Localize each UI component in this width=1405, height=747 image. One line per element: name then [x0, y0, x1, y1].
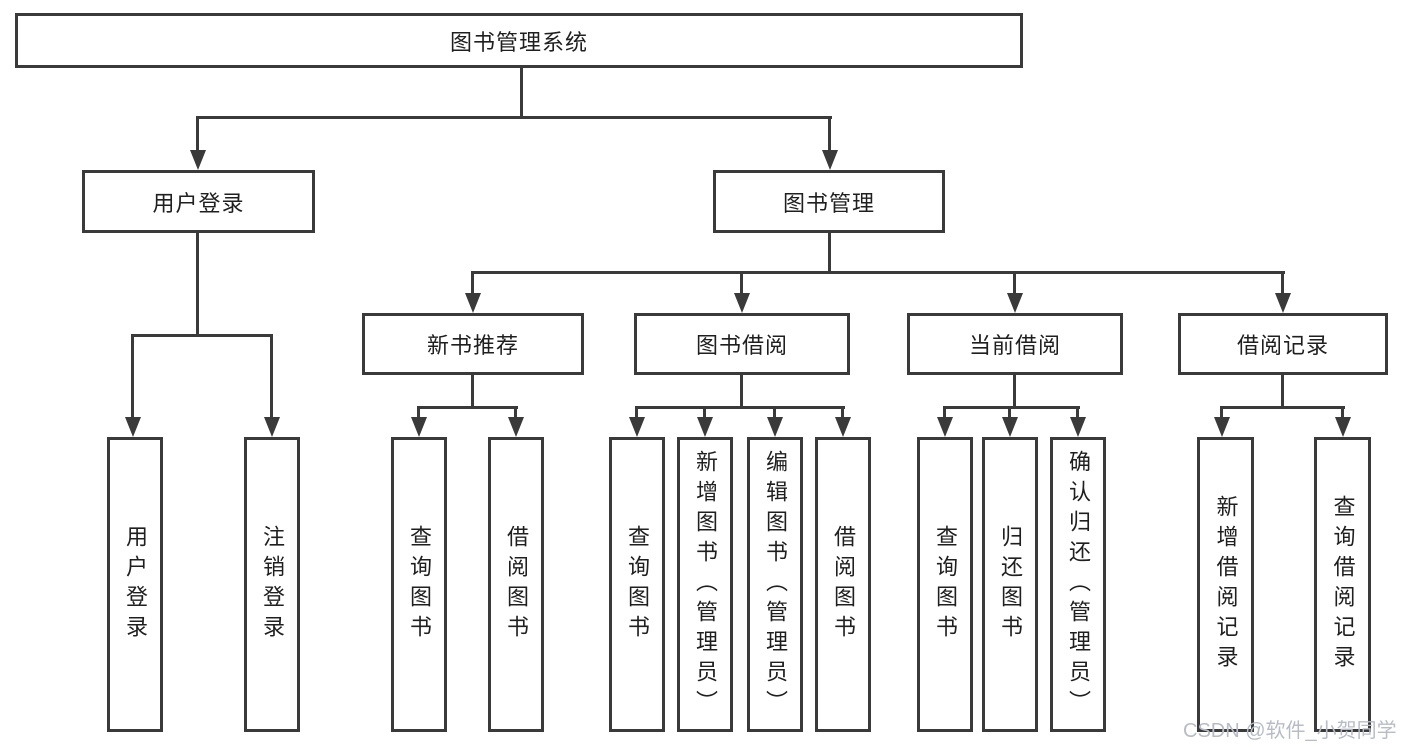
connector-root-drop [520, 68, 523, 117]
connector-rail-new-book [417, 406, 518, 409]
connector-rail-level2 [196, 116, 832, 119]
arrow-down-icon [1335, 417, 1351, 437]
arrow-down-icon [508, 417, 524, 437]
leaf-return-book: 归还图书 [982, 437, 1038, 732]
node-book-management: 图书管理 [713, 170, 945, 233]
connector-new-book-drop [471, 375, 474, 408]
arrow-down-icon [697, 417, 713, 437]
node-label: 图书借阅 [695, 333, 788, 358]
leaf-logout: 注销登录 [244, 437, 300, 732]
connector-rail-level3 [471, 271, 1285, 274]
arrow-down-icon [822, 150, 838, 170]
leaf-query-books-borrowing: 查询图书 [609, 437, 665, 732]
node-book-borrowing: 图书借阅 [634, 313, 850, 375]
leaf-add-book-admin: 新增图书（管理员） [677, 437, 733, 732]
arrow-down-icon [734, 293, 750, 313]
node-label: 图书管理系统 [449, 29, 588, 55]
connector-book-borrowing-drop [740, 375, 743, 408]
connector-rail-user-login [131, 334, 273, 337]
leaf-query-borrow-record: 查询借阅记录 [1314, 437, 1371, 732]
leaf-label: 查询借阅记录 [1330, 494, 1356, 675]
leaf-label: 编辑图书（管理员） [763, 449, 788, 720]
arrow-down-icon [937, 417, 953, 437]
leaf-label: 新增借阅记录 [1213, 494, 1239, 675]
leaf-query-books-current: 查询图书 [917, 437, 973, 732]
connector-stem [1076, 407, 1079, 418]
arrow-down-icon [190, 150, 206, 170]
connector-current-borrowing-drop [1013, 375, 1016, 408]
connector-stem-leaf-user-login [131, 335, 134, 418]
leaf-label: 注销登录 [260, 524, 285, 645]
arrow-down-icon [1214, 417, 1230, 437]
connector-stem [1341, 407, 1344, 418]
node-label: 图书管理 [782, 190, 875, 216]
connector-stem-user-login [196, 117, 199, 151]
connector-stem-book-borrowing [740, 272, 743, 294]
arrow-down-icon [835, 417, 851, 437]
leaf-confirm-return-admin: 确认归还（管理员） [1050, 437, 1106, 732]
leaf-label: 归还图书 [998, 524, 1023, 645]
connector-stem [1220, 407, 1223, 418]
leaf-label: 确认归还（管理员） [1066, 449, 1091, 720]
node-user-login: 用户登录 [82, 170, 315, 233]
arrow-down-icon [125, 417, 141, 437]
arrow-down-icon [1070, 417, 1086, 437]
leaf-label: 查询图书 [625, 524, 650, 645]
node-label: 新书推荐 [426, 333, 519, 358]
connector-stem-current-borrowing [1013, 272, 1016, 294]
leaf-label: 用户登录 [123, 524, 148, 645]
node-new-book-recommendation: 新书推荐 [362, 313, 584, 375]
arrow-down-icon [264, 417, 280, 437]
connector-stem [417, 407, 420, 418]
leaf-label: 新增图书（管理员） [693, 449, 718, 720]
arrow-down-icon [1002, 417, 1018, 437]
connector-rail-borrowing-records [1220, 406, 1345, 409]
leaf-edit-book-admin: 编辑图书（管理员） [747, 437, 803, 732]
leaf-borrow-books: 借阅图书 [815, 437, 871, 732]
leaf-query-books-recommend: 查询图书 [391, 437, 447, 732]
arrow-down-icon [411, 417, 427, 437]
connector-stem-book-management [828, 117, 831, 151]
connector-stem-leaf-logout [270, 335, 273, 418]
leaf-label: 查询图书 [407, 524, 432, 645]
connector-rail-current-borrowing [943, 406, 1080, 409]
node-current-borrowing: 当前借阅 [907, 313, 1123, 375]
connector-stem-borrowing-records [1281, 272, 1284, 294]
leaf-label: 查询图书 [933, 524, 958, 645]
node-library-management-system: 图书管理系统 [15, 13, 1023, 68]
connector-stem [841, 407, 844, 418]
node-label: 借阅记录 [1236, 333, 1329, 358]
connector-user-login-drop [196, 233, 199, 335]
connector-stem [1008, 407, 1011, 418]
connector-stem-new-book-recommendation [471, 272, 474, 294]
leaf-add-borrow-record: 新增借阅记录 [1197, 437, 1254, 732]
leaf-user-login: 用户登录 [107, 437, 163, 732]
csdn-watermark: CSDN @软件_小贺同学 [1183, 720, 1397, 742]
connector-stem [514, 407, 517, 418]
arrow-down-icon [1007, 293, 1023, 313]
connector-stem [943, 407, 946, 418]
connector-book-management-drop [828, 233, 831, 272]
arrow-down-icon [465, 293, 481, 313]
connector-stem [703, 407, 706, 418]
node-label: 用户登录 [152, 190, 245, 216]
arrow-down-icon [1275, 293, 1291, 313]
leaf-borrow-books-recommend: 借阅图书 [488, 437, 544, 732]
leaf-label: 借阅图书 [504, 524, 529, 645]
node-label: 当前借阅 [968, 333, 1061, 358]
node-borrowing-records: 借阅记录 [1178, 313, 1388, 375]
leaf-label: 借阅图书 [831, 524, 856, 645]
connector-stem [635, 407, 638, 418]
arrow-down-icon [767, 417, 783, 437]
connector-borrowing-records-drop [1281, 375, 1284, 408]
arrow-down-icon [629, 417, 645, 437]
connector-rail-book-borrowing [635, 406, 845, 409]
connector-stem [773, 407, 776, 418]
